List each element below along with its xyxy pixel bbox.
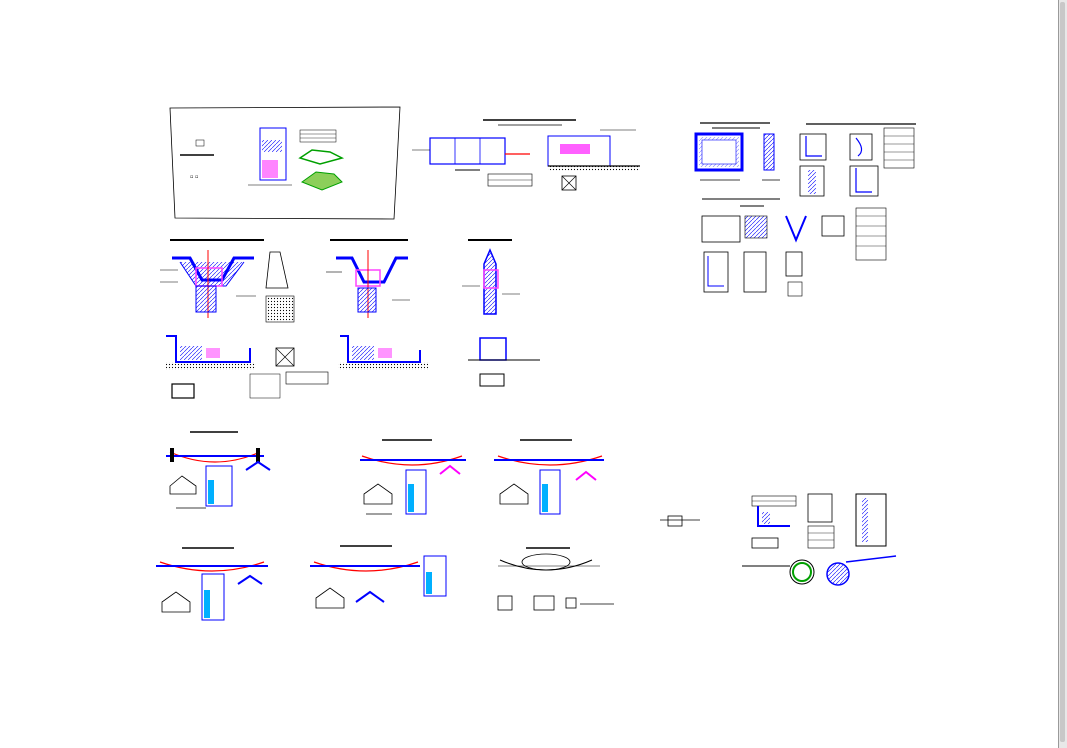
section-fill [560, 144, 590, 154]
terrain-sketch-1 [298, 149, 345, 165]
vertical-scrollbar[interactable] [1059, 0, 1067, 748]
suspension-1[interactable] [166, 431, 271, 509]
tank-area [262, 160, 278, 178]
wall-section [763, 133, 775, 171]
suspension-5[interactable] [310, 545, 447, 609]
detail-box [561, 175, 577, 191]
scrollbar-thumb[interactable] [1060, 2, 1065, 742]
quantity-table [855, 207, 887, 261]
detail-group-right[interactable] [701, 123, 916, 297]
location-plan[interactable]: ▫ ▫ [169, 106, 401, 220]
soil-fill [548, 166, 640, 171]
transition-a[interactable] [160, 239, 329, 399]
intake-detail[interactable] [742, 493, 897, 586]
plan-rect [429, 137, 506, 165]
transition-b[interactable] [326, 239, 428, 370]
north-marker [195, 139, 205, 147]
rebar-schedule [883, 127, 915, 169]
suspension-2[interactable] [360, 439, 466, 515]
tank-wall [694, 132, 744, 172]
tank-section[interactable] [694, 122, 780, 181]
suspension-3[interactable] [494, 439, 604, 515]
coord-mark: ▫ ▫ [190, 174, 198, 180]
site-section-top[interactable] [547, 129, 640, 191]
transition-c[interactable] [462, 239, 540, 387]
hatched-area [262, 140, 282, 152]
terrain-sketch-2 [300, 171, 343, 191]
plan-outline [259, 127, 287, 181]
culvert-detail[interactable] [497, 515, 700, 611]
location-plan-frame [169, 106, 401, 220]
legend-table [299, 129, 337, 143]
site-plan-top[interactable] [412, 119, 576, 187]
suspension-4[interactable] [156, 547, 268, 621]
